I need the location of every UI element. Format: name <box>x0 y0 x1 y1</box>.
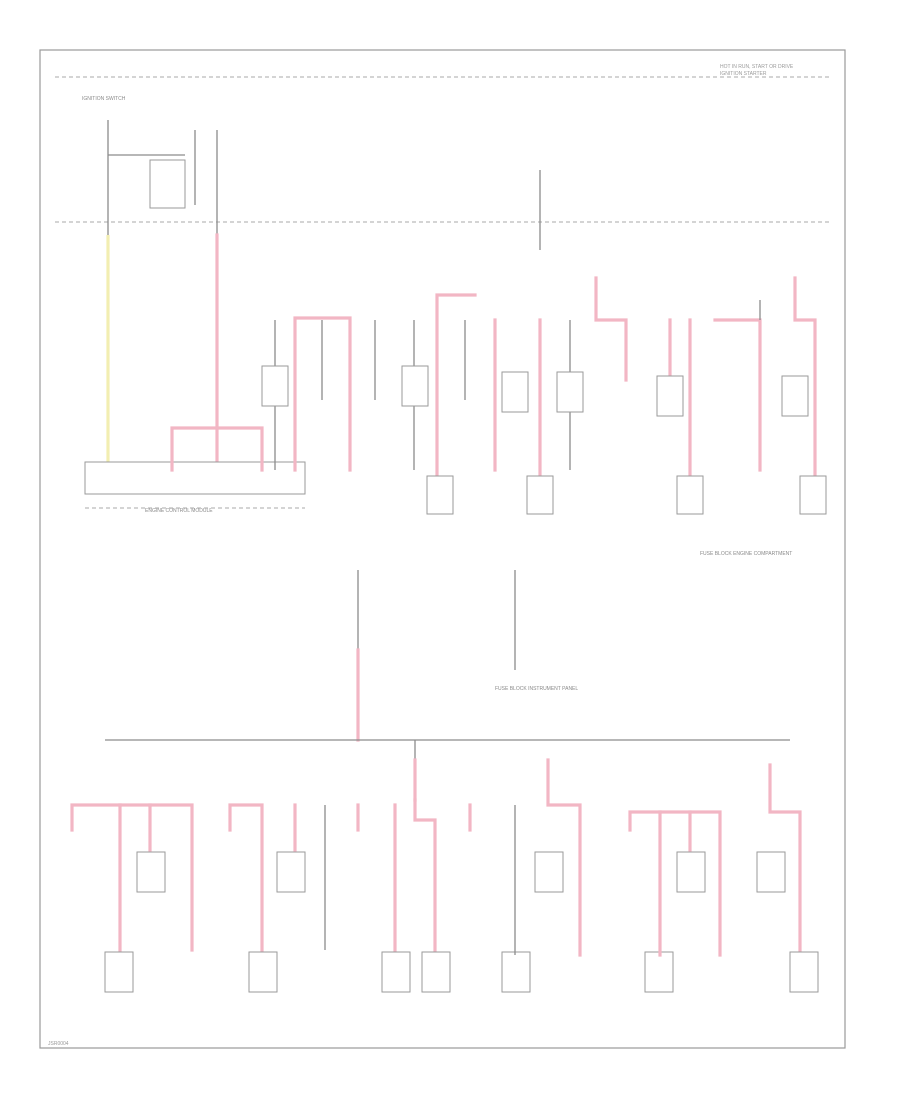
upper-branch-group <box>261 276 827 515</box>
header-text-2: IGNITION STARTER <box>720 71 767 77</box>
diagram-frame <box>39 49 846 1049</box>
ignition-switch-label: IGNITION SWITCH <box>82 96 126 102</box>
fuse-block-front-label: FUSE BLOCK ENGINE COMPARTMENT <box>700 551 792 557</box>
ecm-label: ENGINE CONTROL MODULE <box>145 508 213 514</box>
lower-branch-group <box>70 758 819 993</box>
engine-control-module <box>84 461 306 495</box>
fuse-block-rear-label: FUSE BLOCK INSTRUMENT PANEL <box>495 686 578 692</box>
footer-code: JSR0004 <box>48 1041 69 1047</box>
header-text-1: HOT IN RUN, START OR DRIVE <box>720 64 794 70</box>
